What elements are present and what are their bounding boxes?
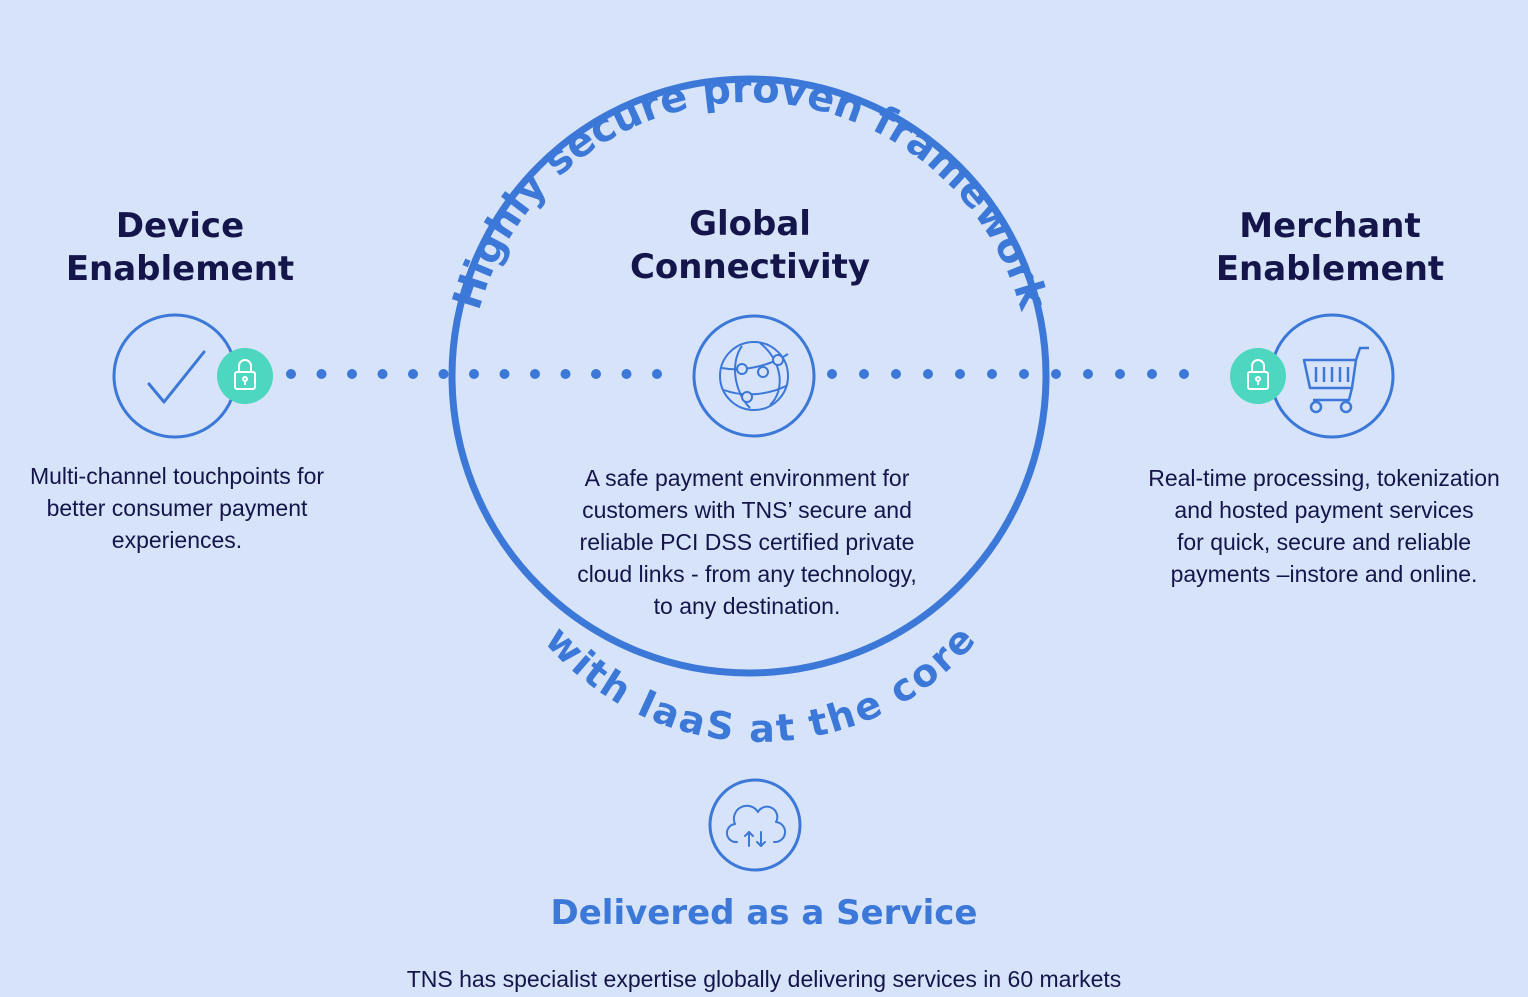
connector-dot [1019, 369, 1029, 379]
globe-network-icon [719, 341, 789, 411]
connector-dot [469, 369, 479, 379]
dotted-connector-right [827, 369, 1189, 379]
connector-dot [347, 369, 357, 379]
connector-dot [987, 369, 997, 379]
connector-dot [955, 369, 965, 379]
merchant-enablement-desc: Real-time processing, tokenization and h… [1148, 465, 1500, 587]
service-desc: TNS has specialist expertise globally de… [406, 966, 1122, 992]
connector-dot [286, 369, 296, 379]
dotted-connector-left [286, 369, 662, 379]
connector-dot [923, 369, 933, 379]
connector-dot [530, 369, 540, 379]
device-enablement-desc: Multi-channel touchpoints for better con… [29, 463, 325, 553]
merchant-enablement-title: Merchant Enablement [1215, 206, 1445, 289]
device-node [112, 313, 273, 439]
checkmark-icon [147, 350, 206, 404]
lock-icon [1247, 359, 1269, 390]
lock-icon [234, 359, 256, 390]
connector-dot [377, 369, 388, 379]
connector-dot [652, 369, 662, 379]
connector-dot [316, 369, 327, 379]
connector-dot [621, 369, 632, 379]
cloud-transfer-icon [726, 804, 786, 847]
global-connectivity-desc: A safe payment environment for customers… [577, 465, 917, 619]
service-title: Delivered as a Service [550, 893, 978, 933]
connector-dot [859, 369, 869, 379]
service-circle [708, 778, 802, 872]
connector-dot [408, 369, 418, 379]
connectivity-node [692, 314, 816, 438]
connector-dot [438, 369, 449, 379]
connector-dot [1115, 369, 1125, 379]
connector-dot [827, 369, 837, 379]
shopping-cart-icon [1302, 346, 1369, 414]
global-connectivity-title: Global Connectivity [629, 204, 871, 287]
connectivity-circle [692, 314, 816, 438]
connector-dot [499, 369, 510, 379]
service-node [708, 778, 802, 872]
connector-dot [591, 369, 601, 379]
connector-dot [560, 369, 571, 379]
merchant-node [1230, 313, 1395, 439]
connector-dot [1051, 369, 1061, 379]
connector-dot [891, 369, 901, 379]
connector-dot [1147, 369, 1157, 379]
framework-circle [448, 75, 1050, 677]
device-enablement-title: Device Enablement [65, 206, 295, 289]
connector-dot [1179, 369, 1189, 379]
connector-dot [1083, 369, 1093, 379]
